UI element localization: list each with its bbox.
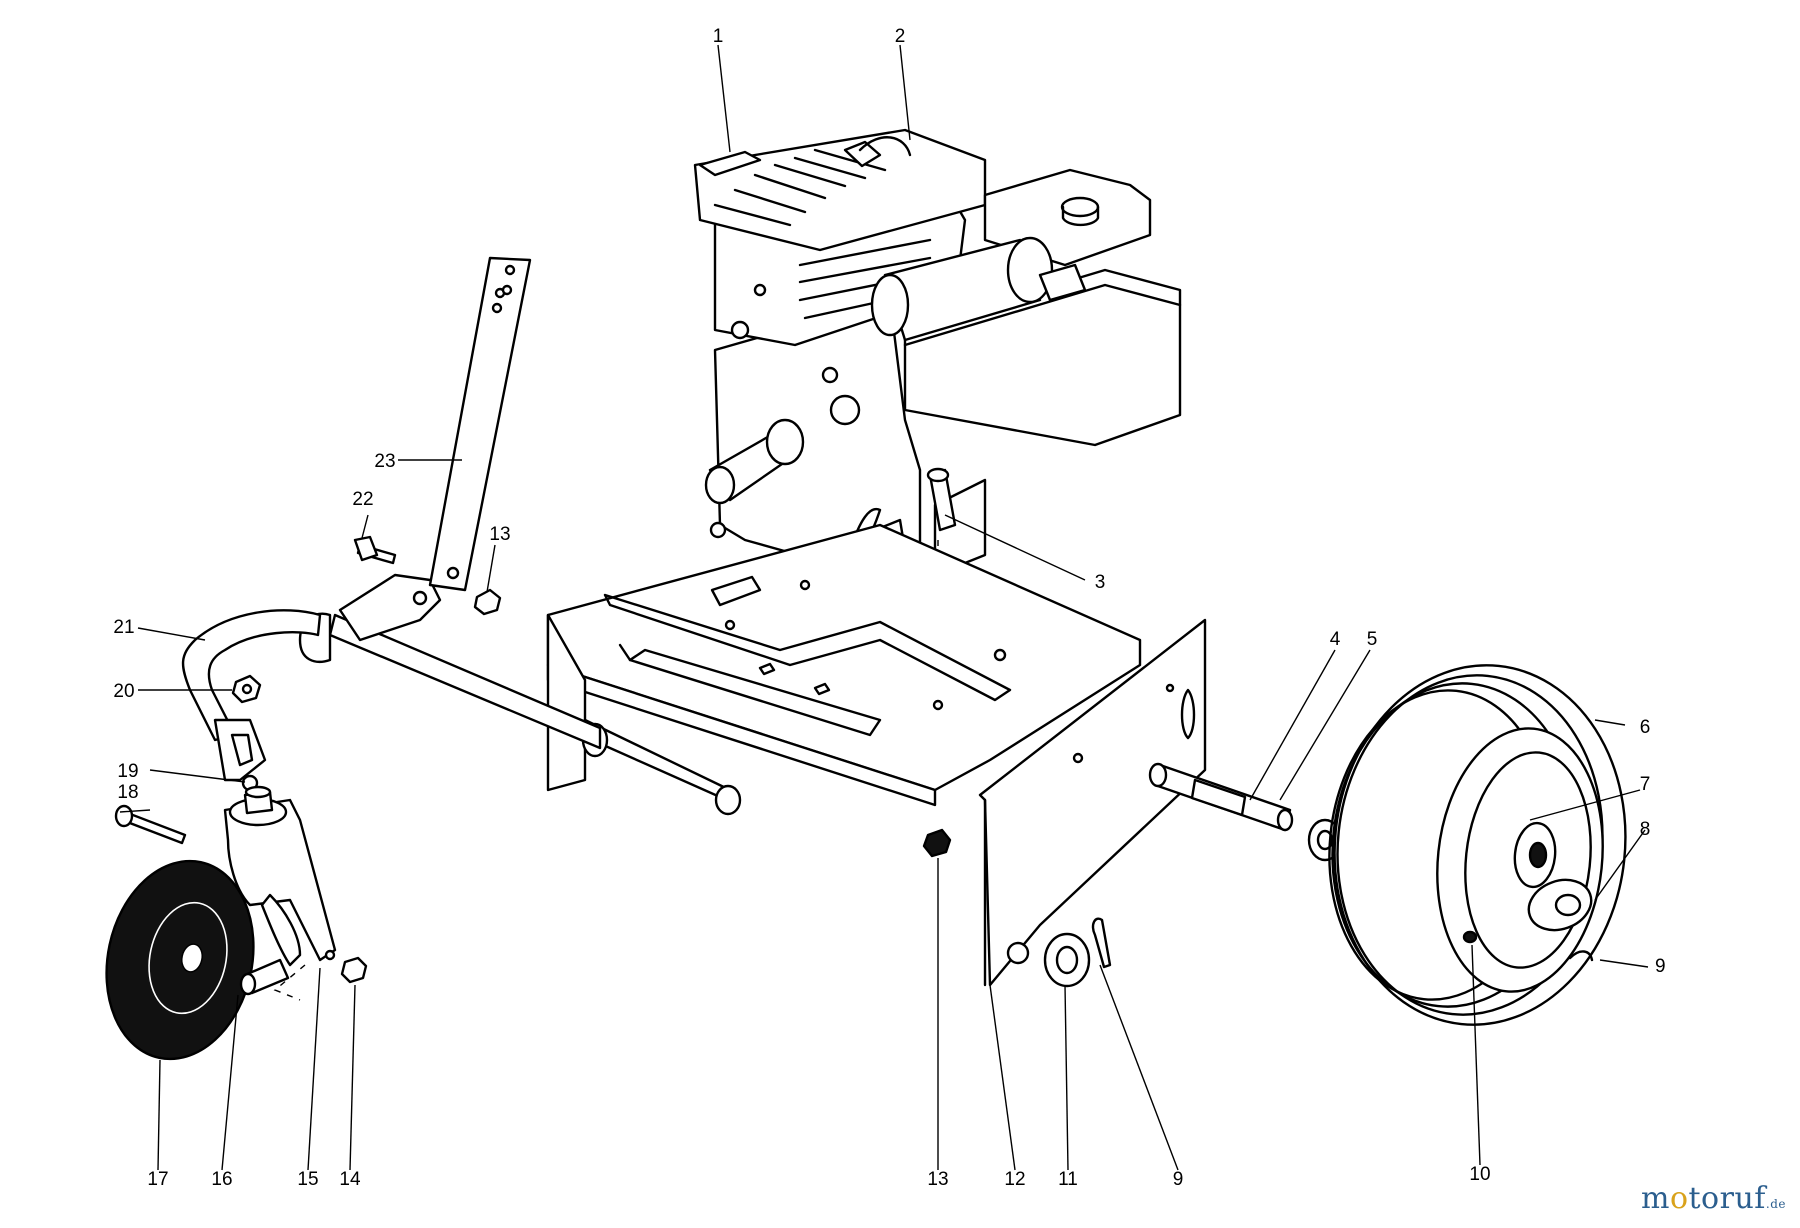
callout-20: 20 [113, 681, 134, 702]
callout-19: 19 [117, 761, 138, 782]
left-hardware [114, 535, 502, 845]
rear-wheel-assembly [1043, 664, 1627, 1026]
watermark-text: toruf [1688, 1181, 1766, 1216]
callout-18: 18 [117, 782, 138, 803]
callout-21: 21 [113, 617, 134, 638]
callout-7: 7 [1640, 774, 1651, 795]
frame-deck [546, 523, 1207, 987]
callout-2: 2 [895, 26, 906, 47]
engine-assembly [693, 128, 1182, 700]
leader-lines [119, 44, 1649, 1171]
callout-1: 1 [713, 26, 724, 47]
motoruf-watermark: motoruf.de [1641, 1181, 1786, 1216]
caster-fork [223, 785, 368, 984]
callout-9-right: 9 [1655, 956, 1666, 977]
caster-wheel [105, 859, 306, 1061]
callout-9-left: 9 [1173, 1169, 1184, 1190]
callout-4: 4 [1330, 629, 1341, 650]
callout-10: 10 [1469, 1164, 1490, 1185]
callout-13-handle: 13 [489, 524, 510, 545]
callout-13-bottom: 13 [927, 1169, 948, 1190]
callout-22: 22 [352, 489, 373, 510]
watermark-m: m [1640, 1181, 1670, 1216]
callout-3: 3 [1095, 572, 1106, 593]
callout-11: 11 [1058, 1169, 1078, 1190]
handle-bar [181, 573, 602, 782]
callout-14: 14 [339, 1169, 361, 1190]
callout-17: 17 [147, 1169, 168, 1190]
watermark-suffix: .de [1765, 1197, 1786, 1211]
handle-strap [428, 256, 532, 592]
watermark-o: o [1669, 1181, 1689, 1216]
callout-8: 8 [1640, 819, 1651, 840]
callout-15: 15 [297, 1169, 318, 1190]
callout-6: 6 [1640, 717, 1651, 738]
callout-5: 5 [1367, 629, 1378, 650]
callout-16: 16 [211, 1169, 232, 1190]
callout-23: 23 [374, 451, 395, 472]
callout-labels: 1 2 3 4 5 6 7 8 9 10 9 11 12 13 14 15 16… [113, 26, 1665, 1190]
callout-12: 12 [1004, 1169, 1025, 1190]
